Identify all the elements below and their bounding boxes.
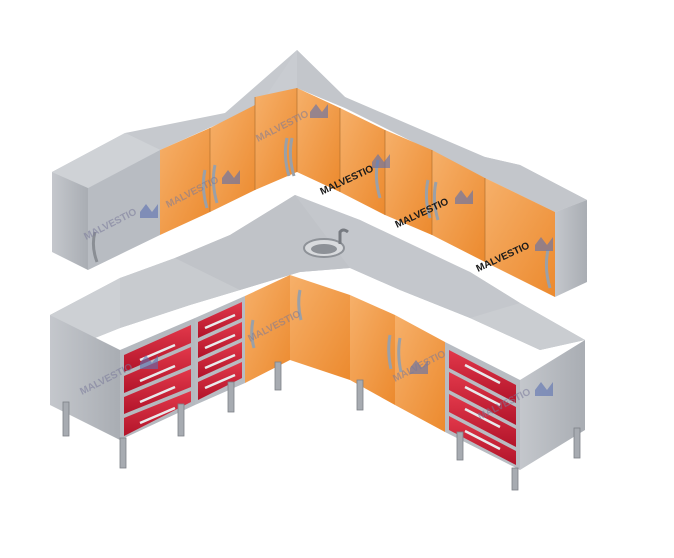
drawer	[449, 394, 516, 447]
drawer	[198, 342, 242, 378]
lower-door-3	[350, 295, 395, 405]
lower-right-end-panel	[520, 340, 585, 470]
upper-door-4	[385, 130, 432, 235]
drawer	[198, 322, 242, 358]
lower-corner-door-1	[245, 275, 290, 383]
drawer	[449, 372, 516, 425]
logo-marks	[140, 104, 553, 396]
drawer	[124, 391, 191, 436]
upper-left-grey-door	[88, 150, 160, 270]
faucet	[338, 228, 349, 244]
drawer	[198, 302, 242, 338]
drawers-left-b	[198, 302, 242, 400]
drawer	[449, 350, 516, 403]
cabinet-legs	[62, 361, 581, 491]
upper-left-end-panel	[52, 172, 88, 270]
drawers-right	[449, 350, 516, 465]
upper-door-1	[160, 128, 210, 235]
upper-right-door	[485, 178, 555, 297]
lower-base-cabinets	[50, 195, 585, 491]
drawers-left-a	[124, 325, 191, 436]
upper-wall-cabinets	[52, 50, 587, 297]
upper-door-2	[210, 105, 255, 212]
upper-right-end-panel	[555, 200, 587, 297]
upper-door-3	[340, 108, 385, 215]
upper-door-5	[432, 150, 485, 262]
lower-corner-door-2	[290, 275, 350, 380]
upper-corner-door-2	[297, 88, 340, 192]
